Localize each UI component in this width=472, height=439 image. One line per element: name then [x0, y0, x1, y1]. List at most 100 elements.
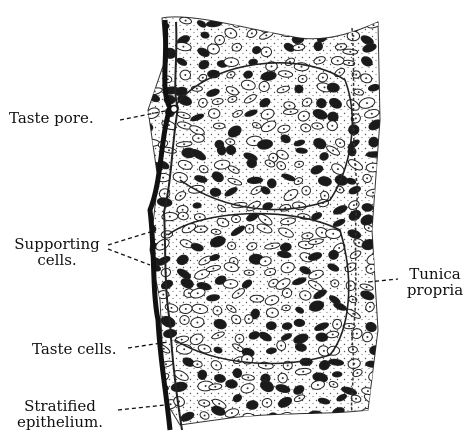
- label-tunica-line1: Tunica: [400, 266, 470, 282]
- label-supporting-line1: Supporting: [8, 236, 106, 252]
- cell-nucleus: [138, 64, 156, 79]
- nucleolus: [249, 228, 251, 230]
- nucleolus: [317, 384, 319, 386]
- nucleolus: [337, 168, 339, 170]
- nucleolus: [319, 59, 321, 61]
- nucleolus: [201, 273, 203, 275]
- nucleolus: [248, 318, 250, 320]
- nucleolus: [280, 165, 282, 167]
- nucleolus: [323, 350, 325, 352]
- nucleolus: [256, 298, 258, 300]
- nucleolus: [152, 112, 154, 114]
- nucleolus: [249, 98, 251, 100]
- nucleolus: [185, 20, 187, 22]
- cell-nucleus: [316, 333, 328, 342]
- nucleolus: [179, 176, 181, 178]
- nucleolus: [263, 86, 265, 88]
- nucleolus: [355, 398, 357, 400]
- nucleolus: [169, 216, 171, 218]
- nucleolus: [215, 364, 217, 366]
- nucleolus: [203, 402, 205, 404]
- nucleolus: [373, 24, 375, 26]
- nucleolus: [199, 308, 201, 310]
- nucleolus: [285, 307, 287, 309]
- nucleolus: [213, 48, 215, 50]
- nucleolus: [271, 65, 273, 67]
- nucleolus: [282, 89, 284, 91]
- nucleolus: [350, 285, 352, 287]
- nucleolus: [217, 101, 219, 103]
- nucleolus: [183, 143, 185, 145]
- cell-nucleus: [142, 407, 157, 420]
- cell-nucleus: [282, 31, 293, 37]
- nucleolus: [305, 127, 307, 129]
- nucleolus: [285, 416, 287, 418]
- nucleolus: [183, 114, 185, 116]
- nucleolus: [290, 194, 292, 196]
- nucleolus: [182, 215, 184, 217]
- nucleolus: [366, 177, 368, 179]
- nucleolus: [212, 268, 214, 270]
- nucleolus: [162, 177, 164, 179]
- nucleolus: [322, 77, 324, 79]
- nucleolus: [298, 205, 300, 207]
- cell-nucleus: [347, 412, 363, 424]
- nucleolus: [371, 113, 373, 115]
- cell-nucleus: [149, 388, 158, 393]
- nucleolus: [324, 195, 326, 197]
- nucleolus: [282, 283, 284, 285]
- nucleolus: [182, 46, 184, 48]
- nucleolus: [372, 167, 374, 169]
- nucleolus: [230, 308, 232, 310]
- nucleolus: [253, 140, 255, 142]
- nucleolus: [247, 377, 249, 379]
- nucleolus: [302, 371, 304, 373]
- nucleolus: [196, 338, 198, 340]
- nucleolus: [271, 299, 273, 301]
- nucleolus: [331, 125, 333, 127]
- nucleolus: [352, 299, 354, 301]
- cell-nucleus: [319, 19, 331, 27]
- nucleolus: [271, 312, 273, 314]
- label-taste-cells: Taste cells.: [32, 341, 117, 357]
- nucleolus: [237, 347, 239, 349]
- nucleolus: [267, 113, 269, 115]
- nucleolus: [188, 292, 190, 294]
- nucleolus: [184, 164, 186, 166]
- label-tunica-propria: Tunica propria: [400, 266, 470, 298]
- nucleolus: [231, 90, 233, 92]
- nucleolus: [302, 78, 304, 80]
- cell-nucleus: [145, 21, 154, 28]
- nucleolus: [368, 227, 370, 229]
- nucleolus: [358, 242, 360, 244]
- nucleolus: [301, 66, 303, 68]
- nucleolus: [305, 190, 307, 192]
- nucleolus: [373, 375, 375, 377]
- nucleolus: [336, 323, 338, 325]
- nucleolus: [305, 244, 307, 246]
- nucleolus: [162, 244, 164, 246]
- nucleolus: [286, 22, 288, 24]
- cell-nucleus: [266, 322, 276, 330]
- nucleolus: [315, 241, 317, 243]
- nucleolus: [202, 77, 204, 79]
- nucleolus: [144, 195, 146, 197]
- nucleolus: [316, 125, 318, 127]
- cell-nucleus: [142, 50, 157, 57]
- nucleolus: [144, 324, 146, 326]
- nucleolus: [366, 286, 368, 288]
- cell-nucleus: [193, 203, 202, 209]
- nucleolus: [299, 397, 301, 399]
- cell-nucleus: [366, 152, 382, 158]
- nucleolus: [199, 216, 201, 218]
- nucleolus: [348, 62, 350, 64]
- nucleolus: [247, 84, 249, 86]
- nucleolus: [235, 318, 237, 320]
- nucleolus: [367, 411, 369, 413]
- nucleolus: [162, 294, 164, 296]
- nucleolus: [196, 88, 198, 90]
- label-supporting-cells: Supporting cells.: [8, 236, 106, 268]
- cell-nucleus: [366, 361, 379, 368]
- nucleolus: [184, 319, 186, 321]
